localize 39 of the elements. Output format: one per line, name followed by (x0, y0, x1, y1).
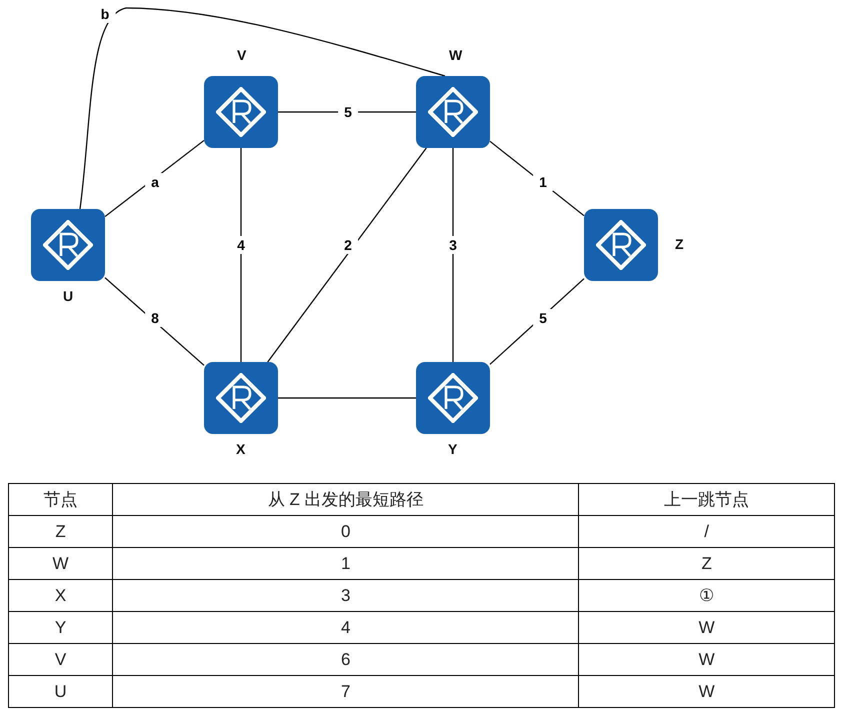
edge-label: 1 (533, 173, 553, 191)
table-cell: U (8, 676, 113, 708)
table-cell: Z (578, 548, 834, 580)
header-cell: 从 Z 出发的最短路径 (112, 484, 579, 516)
table-cell: W (8, 548, 113, 580)
table-cell: / (578, 516, 834, 548)
table-cell: 7 (112, 676, 579, 708)
router-label: Y (448, 441, 458, 457)
table-cell: 1 (112, 548, 579, 580)
link-line (79, 7, 446, 210)
router-label: U (63, 288, 74, 304)
table-cell: W (578, 676, 834, 708)
table-cell: W (578, 644, 834, 676)
link-line (104, 277, 204, 366)
header-cell: 上一跳节点 (578, 484, 834, 516)
router-label: W (449, 47, 462, 63)
table-cell: 6 (112, 644, 579, 676)
link-line (278, 111, 416, 113)
table-cell: V (8, 644, 113, 676)
table-cell: 0 (112, 516, 579, 548)
edge-label: 5 (533, 309, 553, 327)
link-line (104, 140, 204, 218)
link-line (240, 148, 242, 362)
table-cell: W (578, 612, 834, 644)
header-cell: 节点 (8, 484, 113, 516)
router-label: X (236, 441, 246, 457)
table-cell: Z (8, 516, 113, 548)
table-cell: Y (8, 612, 113, 644)
link-line (490, 140, 584, 216)
table-cell: ① (578, 580, 834, 612)
router-label: V (237, 47, 246, 63)
table-cell: 4 (112, 612, 579, 644)
link-line (278, 397, 416, 399)
router-label: Z (675, 236, 684, 252)
link-line (490, 278, 584, 365)
table-cell: X (8, 580, 113, 612)
link-line (452, 148, 454, 362)
link-line (267, 148, 427, 362)
table-cell: 3 (112, 580, 579, 612)
